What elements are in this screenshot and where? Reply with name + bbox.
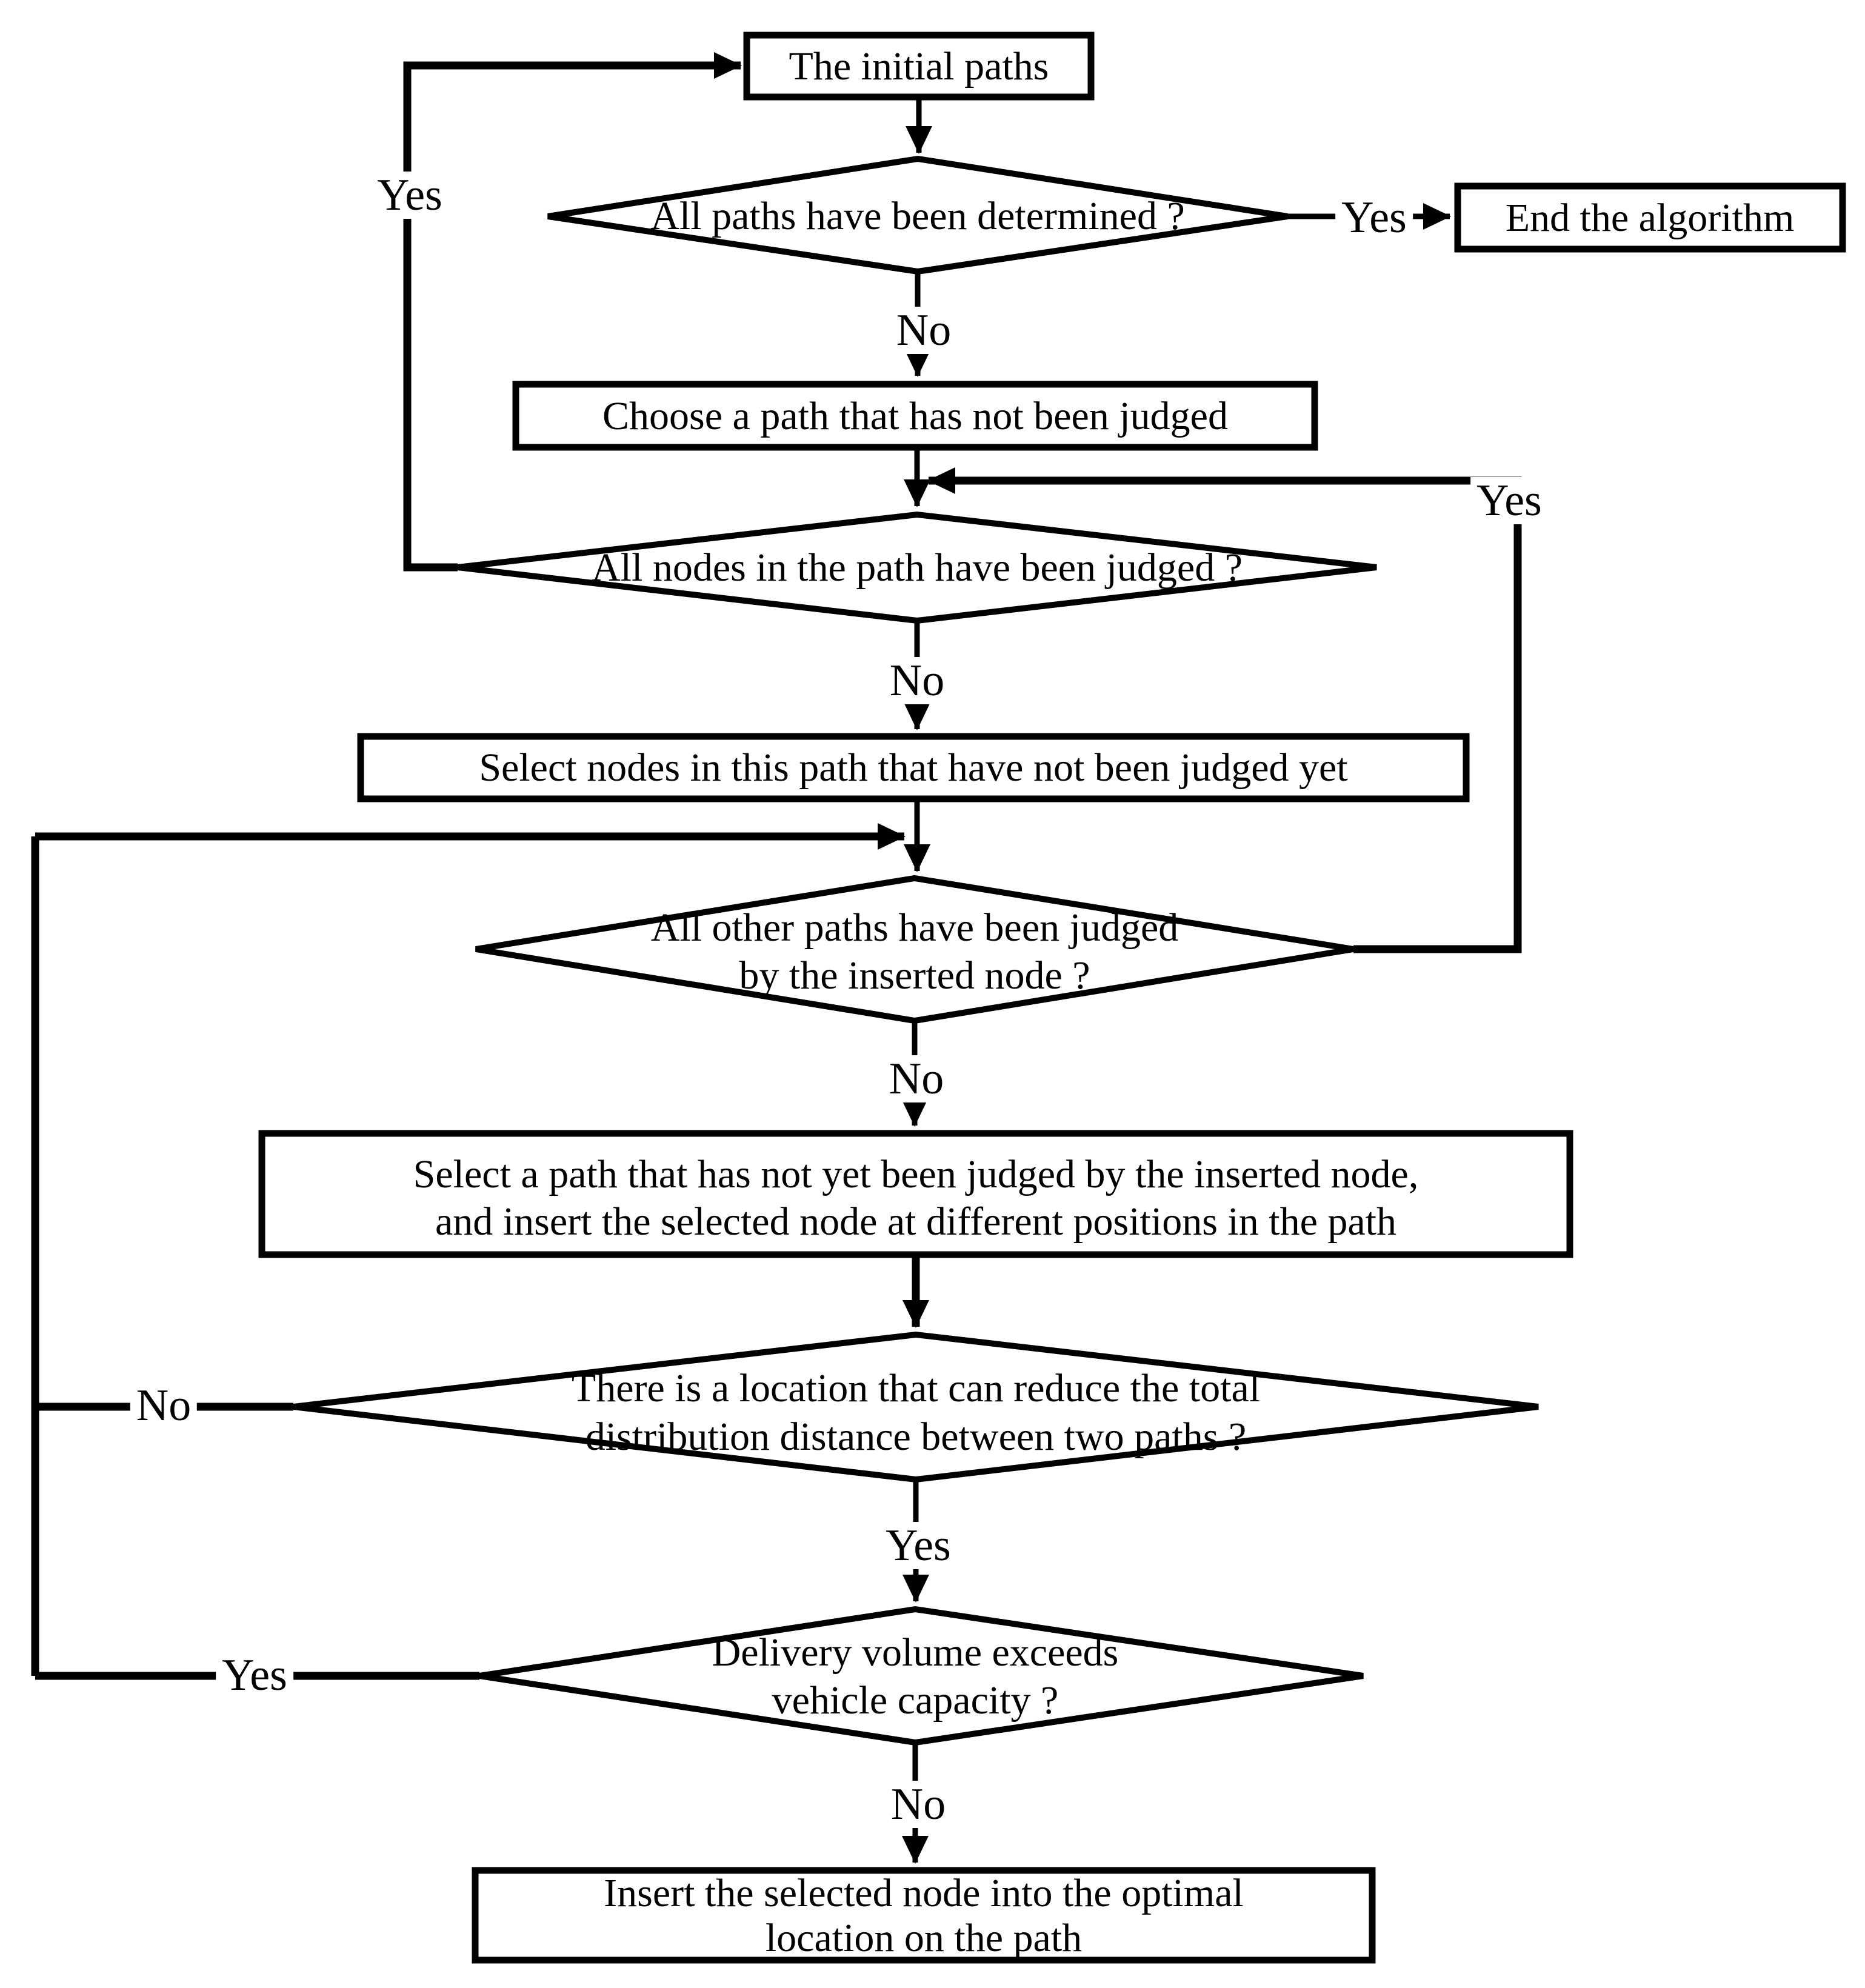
location-reduce-distance-diamond (293, 1331, 1539, 1483)
all-paths-determined-diamond (547, 155, 1288, 275)
location-yes-label: Yes (879, 1522, 957, 1569)
location-reduce-distance-label-line1: There is a location that can reduce the … (571, 1366, 1261, 1410)
delivery-exceeds-capacity-diamond (479, 1606, 1364, 1746)
select-path-insert-box (258, 1130, 1573, 1258)
nodes-judged-yes-label: Yes (371, 172, 449, 219)
edge-other-paths-yes-loop (927, 467, 1522, 953)
capacity-yes-label: Yes (216, 1652, 293, 1699)
select-path-insert-label-line2: and insert the selected node at differen… (435, 1199, 1396, 1244)
other-paths-no-label: No (882, 1055, 950, 1102)
delivery-exceeds-capacity-label-line1: Delivery volume exceeds (712, 1630, 1119, 1675)
insert-optimal-location-label-line1: Insert the selected node into the optima… (604, 1871, 1244, 1915)
determined-yes-label: Yes (1335, 194, 1413, 241)
all-other-paths-judged-label-line2: by the inserted node ? (739, 953, 1090, 998)
end-algorithm-box (1454, 182, 1846, 253)
all-other-paths-judged-diamond (475, 875, 1354, 1024)
select-path-insert-label-line1: Select a path that has not yet been judg… (413, 1152, 1419, 1196)
all-paths-determined-label: All paths have been determined ? (650, 194, 1185, 238)
all-nodes-judged-diamond (457, 511, 1377, 624)
delivery-exceeds-capacity-label-line2: vehicle capacity ? (772, 1678, 1059, 1723)
select-nodes-box (357, 733, 1470, 802)
choose-path-label: Choose a path that has not been judged (602, 394, 1228, 438)
initial-paths-box (743, 32, 1095, 101)
edge-nodes-judged-yes-loop (403, 52, 742, 572)
insert-optimal-location-label-line2: location on the path (765, 1916, 1083, 1960)
all-other-paths-judged-label-line1: All other paths have been judged (650, 906, 1179, 950)
initial-paths-label: The initial paths (789, 44, 1049, 88)
choose-path-box (512, 381, 1318, 451)
location-reduce-distance-label-line2: distribution distance between two paths … (585, 1415, 1247, 1459)
insert-optimal-location-box (472, 1867, 1376, 1964)
determined-no-label: No (890, 307, 958, 354)
location-no-label: No (130, 1382, 198, 1429)
end-algorithm-label: End the algorithm (1505, 196, 1795, 240)
select-nodes-label: Select nodes in this path that have not … (479, 746, 1348, 790)
other-paths-yes-label: Yes (1470, 477, 1548, 524)
all-nodes-judged-label: All nodes in the path have been judged ? (591, 545, 1243, 590)
capacity-no-label: No (884, 1781, 952, 1828)
nodes-judged-no-label: No (883, 657, 951, 704)
